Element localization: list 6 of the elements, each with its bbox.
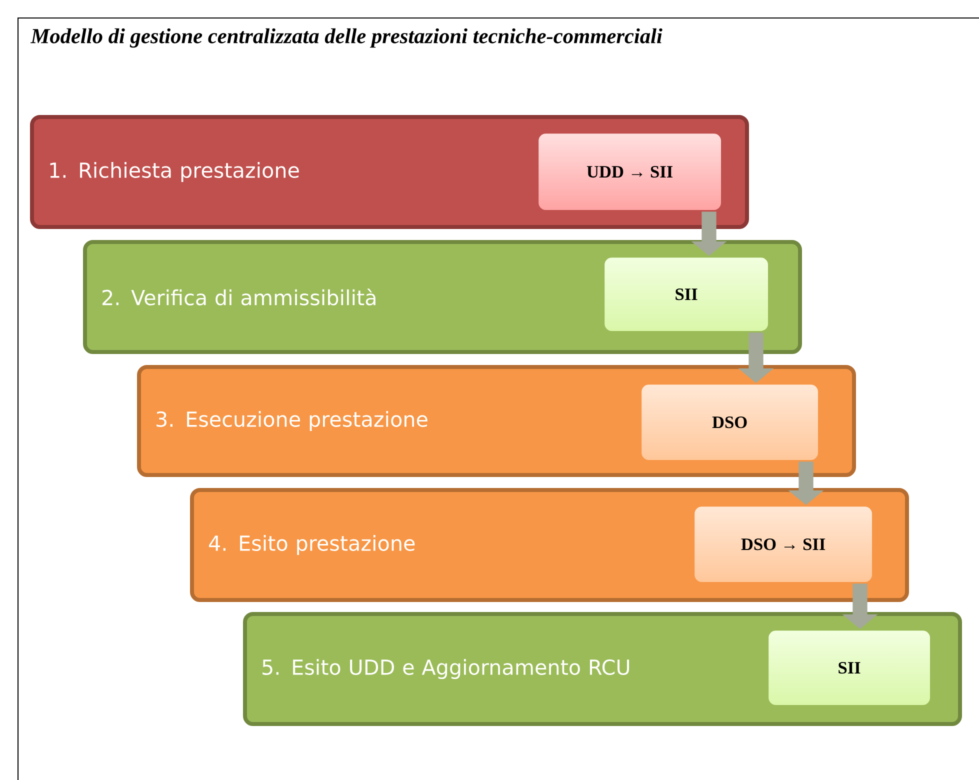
actor-box: SII: [603, 256, 770, 333]
actor-box: SII: [767, 629, 932, 707]
actor-box: UDD → SII: [537, 132, 723, 212]
title: Modello di gestione centralizzata delle prestazioni tecniche-commerciali: [30, 28, 662, 48]
actor-box: DSO: [640, 383, 820, 462]
actor-box: DSO → SII: [693, 505, 874, 584]
